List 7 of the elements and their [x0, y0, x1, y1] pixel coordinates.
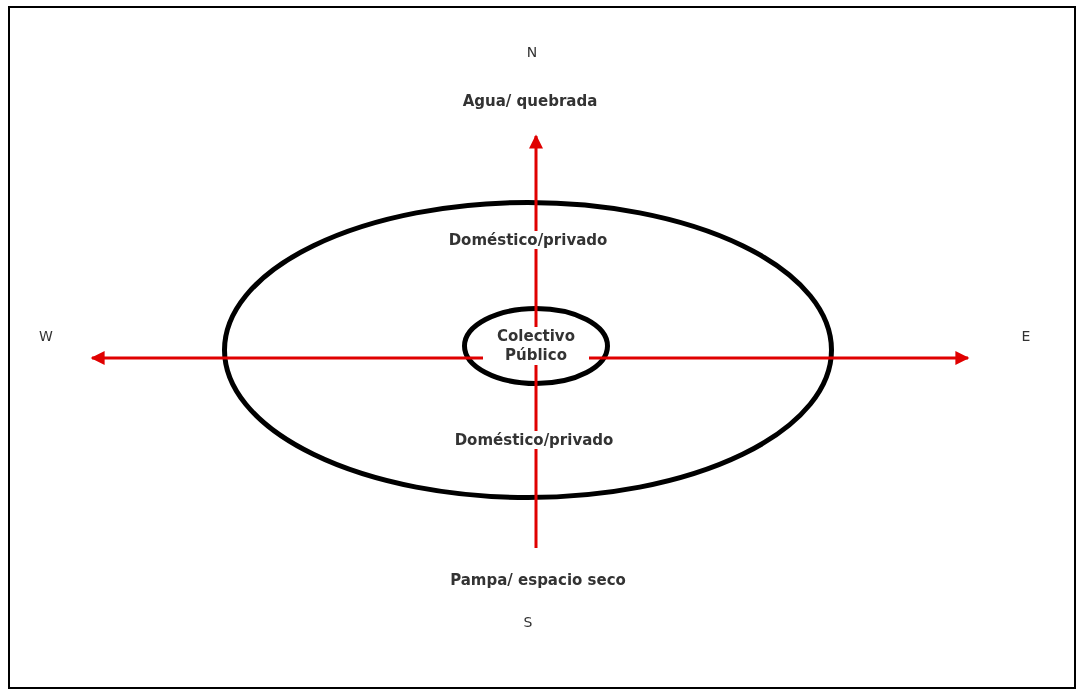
zone-label: Colectivo Público: [483, 327, 589, 365]
compass-letter: S: [523, 614, 533, 630]
compass-letter: E: [1021, 328, 1031, 344]
direction-label: Agua/ quebrada: [462, 92, 598, 110]
direction-label: Pampa/ espacio seco: [450, 571, 626, 589]
compass-letter: N: [526, 44, 538, 60]
compass-letter: W: [39, 328, 53, 344]
